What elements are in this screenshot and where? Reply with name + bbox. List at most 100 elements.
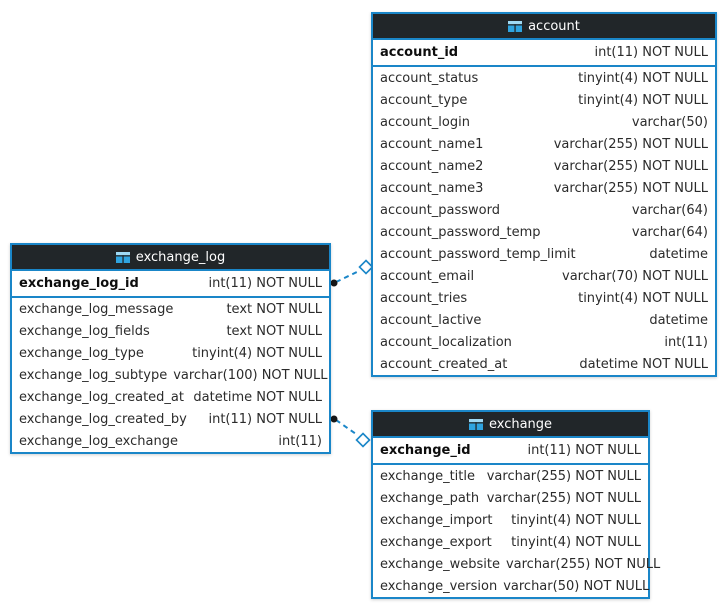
field-row[interactable]: account_password_temp_limit datetime xyxy=(373,243,715,265)
field-row[interactable]: exchange_log_message text NOT NULL xyxy=(12,298,329,320)
field-name: account_created_at xyxy=(380,356,508,372)
field-type: varchar(255) NOT NULL xyxy=(486,468,641,484)
field-type: tinyint(4) NOT NULL xyxy=(578,92,708,108)
field-type: int(11) NOT NULL xyxy=(527,443,641,458)
field-name: account_name2 xyxy=(380,158,484,174)
field-name: account_password xyxy=(380,202,501,218)
field-name: exchange_log_subtype xyxy=(19,367,168,383)
relationship-source-dot xyxy=(330,279,338,287)
field-type: text NOT NULL xyxy=(226,301,322,317)
field-row[interactable]: account_email varchar(70) NOT NULL xyxy=(373,265,715,287)
field-row-pk[interactable]: exchange_log_id int(11) NOT NULL xyxy=(12,271,329,298)
relationship-exchange-log-exchange[interactable] xyxy=(330,415,371,448)
table-exchange-log-header[interactable]: exchange_log xyxy=(12,245,329,271)
field-row[interactable]: exchange_log_fields text NOT NULL xyxy=(12,320,329,342)
field-name: exchange_log_created_by xyxy=(19,411,187,427)
field-type: int(11) NOT NULL xyxy=(208,411,322,427)
field-name: exchange_log_exchange xyxy=(19,433,178,449)
field-row[interactable]: account_name1 varchar(255) NOT NULL xyxy=(373,133,715,155)
field-type: tinyint(4) NOT NULL xyxy=(511,534,641,550)
field-type: varchar(255) NOT NULL xyxy=(553,136,708,152)
field-name: account_status xyxy=(380,70,479,86)
field-name: exchange_log_created_at xyxy=(19,389,184,405)
field-name: exchange_log_message xyxy=(19,301,174,317)
table-account-header[interactable]: account xyxy=(373,14,715,40)
field-type: varchar(100) NOT NULL xyxy=(173,367,328,383)
field-row[interactable]: exchange_website varchar(255) NOT NULL xyxy=(373,553,660,575)
field-type: tinyint(4) NOT NULL xyxy=(578,70,708,86)
field-type: int(11) xyxy=(664,334,708,350)
field-name: account_type xyxy=(380,92,468,108)
field-type: varchar(255) NOT NULL xyxy=(505,556,661,572)
field-name: exchange_log_fields xyxy=(19,323,150,339)
field-name: exchange_log_id xyxy=(19,276,139,291)
field-row[interactable]: exchange_log_created_by int(11) NOT NULL xyxy=(12,408,329,430)
field-type: int(11) NOT NULL xyxy=(208,276,322,291)
relationship-cardinality-diamond xyxy=(358,259,374,275)
relationship-exchange-log-account[interactable] xyxy=(330,259,374,287)
table-account[interactable]: account account_id int(11) NOT NULL acco… xyxy=(371,12,717,377)
field-name: exchange_path xyxy=(380,490,480,506)
field-row-pk[interactable]: exchange_id int(11) NOT NULL xyxy=(373,438,648,465)
field-type: varchar(70) NOT NULL xyxy=(562,268,708,284)
table-exchange-log[interactable]: exchange_log exchange_log_id int(11) NOT… xyxy=(10,243,331,454)
field-name: account_password_temp xyxy=(380,224,541,240)
field-row[interactable]: account_localization int(11) xyxy=(373,331,715,353)
field-name: account_password_temp_limit xyxy=(380,246,576,262)
field-row-pk[interactable]: account_id int(11) NOT NULL xyxy=(373,40,715,67)
field-name: account_name3 xyxy=(380,180,484,196)
table-icon xyxy=(468,418,483,430)
field-name: account_login xyxy=(380,114,470,130)
table-exchange-header[interactable]: exchange xyxy=(373,412,648,438)
table-icon xyxy=(115,251,130,263)
field-type: varchar(255) NOT NULL xyxy=(486,490,641,506)
field-type: varchar(64) xyxy=(631,202,708,218)
field-row[interactable]: account_name2 varchar(255) NOT NULL xyxy=(373,155,715,177)
field-name: exchange_log_type xyxy=(19,345,144,361)
field-type: varchar(255) NOT NULL xyxy=(553,158,708,174)
field-type: int(11) NOT NULL xyxy=(594,45,708,60)
field-type: varchar(64) xyxy=(631,224,708,240)
field-name: account_email xyxy=(380,268,475,284)
table-exchange[interactable]: exchange exchange_id int(11) NOT NULL ex… xyxy=(371,410,660,599)
table-title: exchange xyxy=(488,416,553,432)
field-type: text NOT NULL xyxy=(226,323,322,339)
field-name: exchange_export xyxy=(380,534,492,550)
field-row[interactable]: account_password_temp varchar(64) xyxy=(373,221,715,243)
field-row[interactable]: exchange_path varchar(255) NOT NULL xyxy=(373,487,648,509)
relationship-line xyxy=(335,270,360,283)
field-row[interactable]: account_login varchar(50) xyxy=(373,111,715,133)
field-name: account_name1 xyxy=(380,136,484,152)
field-name: account_localization xyxy=(380,334,512,350)
field-type: int(11) xyxy=(278,433,322,449)
table-title: exchange_log xyxy=(135,249,226,265)
field-type: varchar(50) xyxy=(631,114,708,130)
field-row[interactable]: account_type tinyint(4) NOT NULL xyxy=(373,89,715,111)
field-rows: account_status tinyint(4) NOT NULL accoun… xyxy=(373,67,715,375)
field-row[interactable]: exchange_log_subtype varchar(100) NOT NUL… xyxy=(12,364,329,386)
field-row[interactable]: account_password varchar(64) xyxy=(373,199,715,221)
field-name: exchange_website xyxy=(380,556,500,572)
field-row[interactable]: exchange_log_type tinyint(4) NOT NULL xyxy=(12,342,329,364)
field-type: tinyint(4) NOT NULL xyxy=(192,345,322,361)
field-name: account_tries xyxy=(380,290,468,306)
field-type: datetime xyxy=(649,246,708,262)
field-type: tinyint(4) NOT NULL xyxy=(578,290,708,306)
field-type: datetime xyxy=(649,312,708,328)
field-row[interactable]: account_tries tinyint(4) NOT NULL xyxy=(373,287,715,309)
table-title: account xyxy=(528,18,580,34)
field-row[interactable]: account_status tinyint(4) NOT NULL xyxy=(373,67,715,89)
field-row[interactable]: exchange_log_exchange int(11) xyxy=(12,430,329,452)
field-row[interactable]: exchange_export tinyint(4) NOT NULL xyxy=(373,531,648,553)
